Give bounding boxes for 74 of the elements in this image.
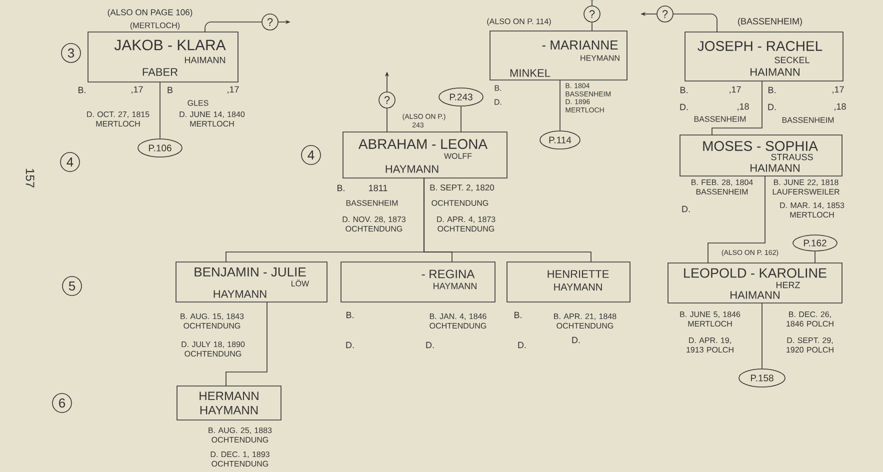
annotation-text: B. <box>346 312 354 318</box>
annotation-text: BASSENHEIM <box>782 117 834 123</box>
annotation-text: B. <box>494 85 502 91</box>
annotation-text: D. <box>494 99 502 105</box>
connector-line <box>424 178 592 262</box>
family-box: JAKOB - KLARA HAIMANN FABER <box>88 32 238 82</box>
annotation-text: D. <box>572 336 580 344</box>
connector-line <box>814 251 816 264</box>
page-reference-oval: P.243 <box>438 88 484 106</box>
annotation-text: B. SEPT. 2, 1820 <box>430 184 494 192</box>
annotation-text: D. <box>518 342 526 348</box>
annotation-text: D. <box>768 104 776 110</box>
family-box: HERMANN HAYMANN <box>176 386 282 420</box>
annotation-text: ,17 <box>832 86 844 94</box>
page-reference-oval: P.158 <box>738 368 786 388</box>
annotation-text: B. <box>78 86 86 94</box>
annotation-text: (MERTLOCH) <box>130 22 180 30</box>
page-reference-oval: P.162 <box>792 234 838 252</box>
annotation-text: BASSENHEIM <box>346 200 398 206</box>
annotation-text: B. <box>768 86 776 94</box>
annotation-text: (BASSENHEIM) <box>738 18 802 26</box>
family-box: - MARIANNE HEYMANN MINKEL <box>490 30 628 80</box>
annotation-text: D. MAR. 14, 1853 MERTLOCH <box>780 202 844 218</box>
connector-line <box>226 302 268 386</box>
annotation-text: B. <box>680 86 688 94</box>
annotation-text: B. AUG. 25, 1883 OCHTENDUNG <box>208 427 272 443</box>
annotation-text: B. JAN. 4, 1846 OCHTENDUNG <box>430 313 486 329</box>
family-box: - REGINA HAYMANN <box>340 262 496 302</box>
annotation-text: BASSENHEIM <box>694 116 746 122</box>
annotation-text: (ALSO ON PAGE 106) <box>108 9 192 17</box>
annotation-text: B. <box>338 184 344 192</box>
annotation-text: D. NOV. 28, 1873 OCHTENDUNG <box>342 216 406 232</box>
annotation-text: 1811 <box>369 184 388 192</box>
family-box: JOSEPH - RACHEL SECKEL HAIMANN <box>684 32 844 82</box>
annotation-text: D. SEPT. 29, 1920 POLCH <box>786 337 834 353</box>
annotation-text: D. APR. 4, 1873 OCHTENDUNG <box>437 216 496 232</box>
annotation-text: B. <box>514 312 522 318</box>
page-number: 157 <box>26 168 34 188</box>
connector-line <box>386 108 388 132</box>
annotation-text: B. JUNE 22, 1818 LAUFERSWEILER <box>772 179 840 195</box>
annotation-text: B. FEB. 28, 1804 BASSENHEIM <box>692 179 753 195</box>
annotation-text: GLES <box>188 100 208 106</box>
annotation-text: D. OCT. 27, 1815 MERTLOCH <box>87 111 150 127</box>
annotation-text: ,18 <box>834 103 846 111</box>
annotation-text: D. <box>426 342 434 348</box>
connector-line <box>673 14 718 32</box>
annotation-text: ,17 <box>132 86 143 94</box>
connector-line <box>712 80 762 136</box>
annotation-text: ,18 <box>738 103 749 111</box>
annotation-text: D. <box>346 342 354 348</box>
annotation-text: D. APR. 19, 1913 POLCH <box>686 337 734 353</box>
annotation-text: B. AUG. 15, 1843 OCHTENDUNG <box>180 313 244 329</box>
annotation-text: D. <box>680 104 688 110</box>
annotation-text: (ALSO ON P. 114) <box>487 18 551 26</box>
annotation-text: ,17 <box>228 86 239 94</box>
annotation-text: OCHTENDUNG <box>432 200 488 206</box>
annotation-text: B. JUNE 5, 1846 MERTLOCH <box>680 311 740 327</box>
annotation-text: D. JUNE 14, 1840 MERTLOCH <box>180 111 245 127</box>
annotation-text: D. JULY 18, 1890 OCHTENDUNG <box>182 341 245 357</box>
annotation-text: D. <box>682 206 690 212</box>
family-box: MOSES - SOPHIA STRAUSS HAIMANN <box>680 134 842 176</box>
annotation-text: D. DEC. 1, 1893 OCHTENDUNG <box>210 451 270 467</box>
family-box: ABRAHAM - LEONA WOLFF HAYMANN <box>342 132 508 178</box>
page-reference-oval: P.106 <box>138 138 182 158</box>
annotation-text: B. APR. 21, 1848 OCHTENDUNG <box>554 313 616 329</box>
annotation-text: B. DEC. 26, 1846 POLCH <box>786 311 834 327</box>
family-box: HENRIETTE HAYMANN <box>506 262 630 302</box>
annotation-text: ,17 <box>730 86 741 94</box>
connector-line <box>460 106 462 132</box>
family-box: BENJAMIN - JULIE LÖW HAYMANN <box>176 262 328 302</box>
annotation-text: B <box>168 86 173 94</box>
connector-line <box>708 176 766 264</box>
family-box: LEOPOLD - KAROLINE HERZ HAIMANN <box>668 262 842 304</box>
page-reference-oval: P.114 <box>540 130 580 150</box>
